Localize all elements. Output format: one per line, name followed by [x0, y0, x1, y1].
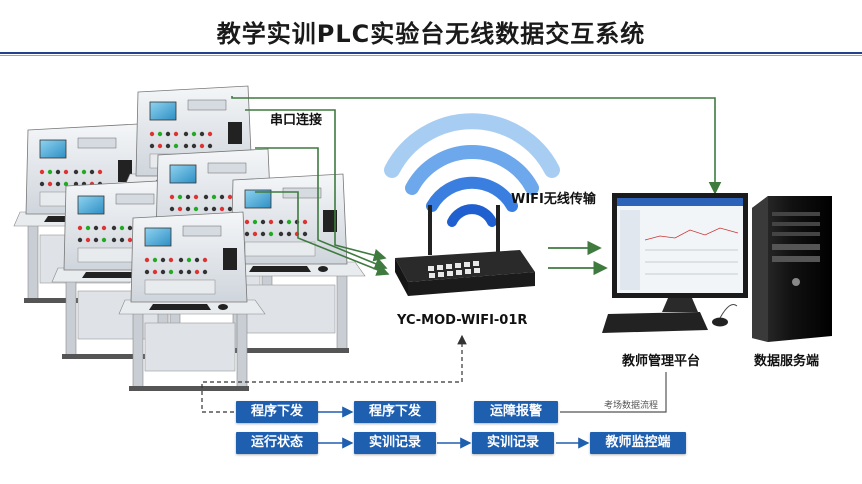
- flow-box-run-status: 运行状态: [236, 432, 318, 454]
- flow-box-program-send-1: 程序下发: [236, 401, 318, 423]
- flow-box-teacher-monitor: 教师监控端: [590, 432, 686, 454]
- flow-box-fault-alarm: 运障报警: [474, 401, 558, 423]
- exam-data-flow-note: 考场数据流程: [604, 401, 659, 411]
- flow-box-training-record-1: 实训记录: [354, 432, 436, 454]
- data-server-icon: [752, 196, 832, 342]
- plc-bench-front: [118, 211, 266, 392]
- wireless-router-icon: [395, 205, 535, 296]
- router-to-platform-arrows: [548, 240, 608, 276]
- title-bar: 教学实训PLC实验台无线数据交互系统: [0, 0, 862, 58]
- router-model-label: YC-MOD-WIFI-01R: [397, 313, 528, 328]
- title-divider: [0, 52, 862, 54]
- serial-connection-label: 串口连接: [270, 113, 323, 128]
- teacher-platform-monitor-icon: [602, 193, 748, 333]
- serial-connection-lines: [231, 96, 722, 276]
- flow-box-program-send-2: 程序下发: [354, 401, 436, 423]
- title-divider-thin: [0, 55, 862, 56]
- flow-box-training-record-2: 实训记录: [472, 432, 554, 454]
- data-server-label: 数据服务端: [754, 354, 820, 369]
- wifi-transmission-label: WIFI无线传输: [511, 192, 596, 207]
- teacher-platform-label: 教师管理平台: [622, 354, 701, 369]
- page-title: 教学实训PLC实验台无线数据交互系统: [216, 20, 646, 48]
- flow-connectors: [201, 334, 667, 449]
- wifi-signal-icon: [384, 113, 560, 227]
